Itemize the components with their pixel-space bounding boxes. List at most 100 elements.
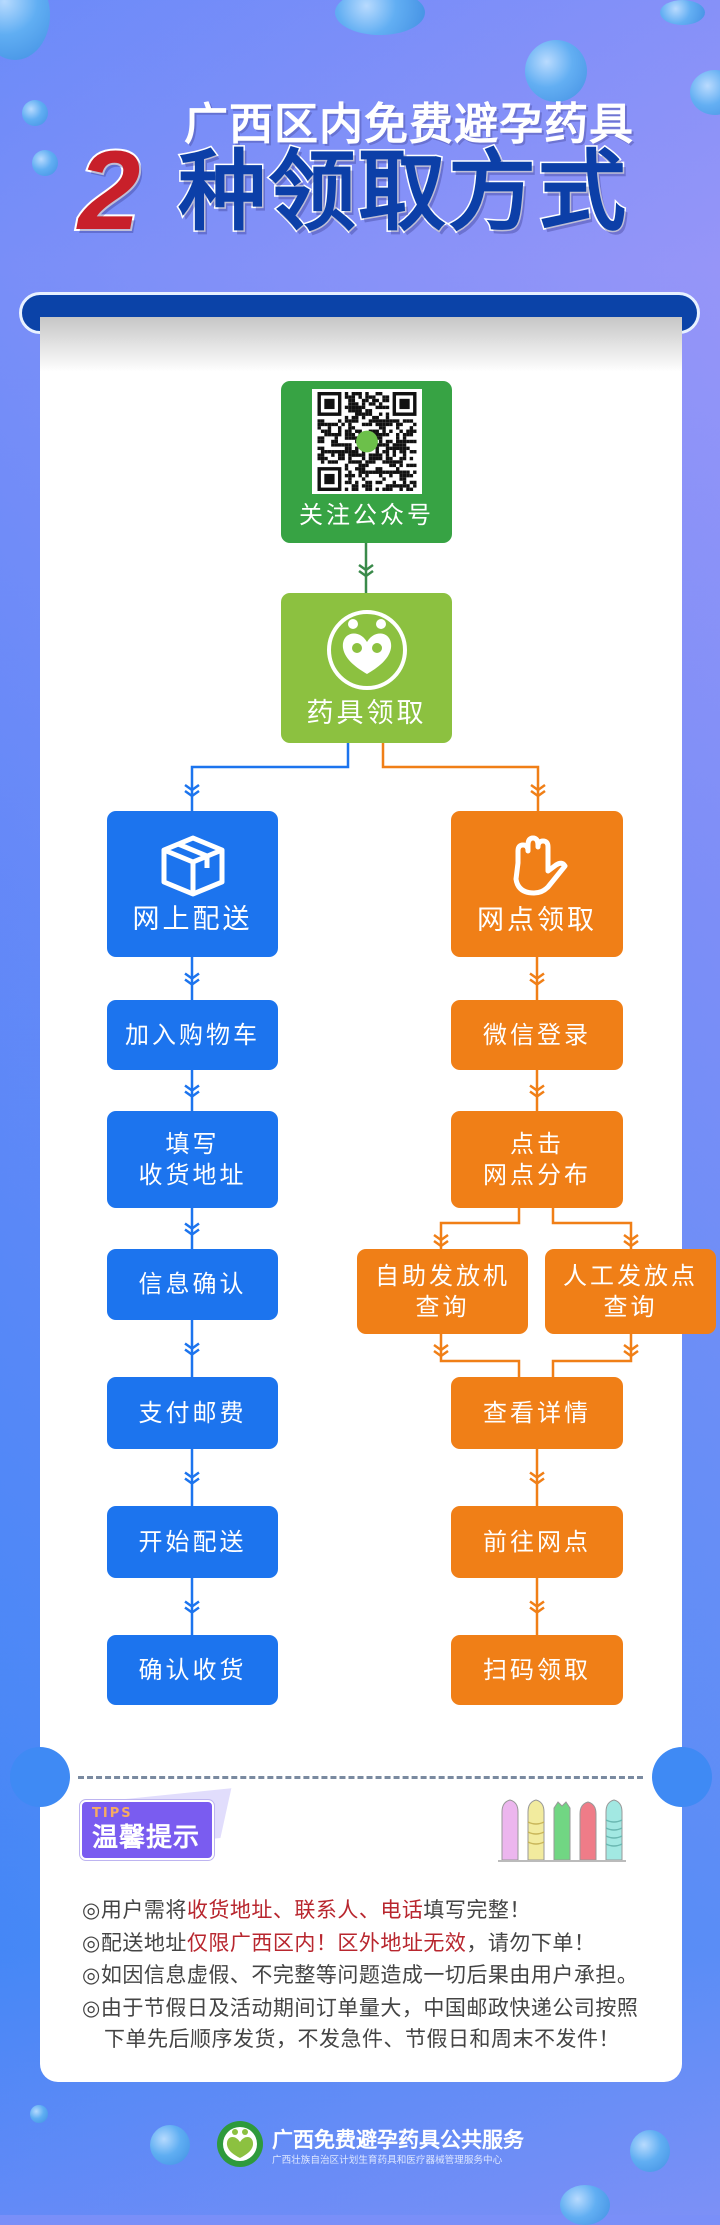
card-notch-right <box>652 1747 712 1807</box>
tip-text: ◎如因信息虚假、不完整等问题造成一切后果由用户承担。 <box>82 1963 639 1987</box>
connector-line <box>439 1208 521 1249</box>
online-step[interactable]: 开始配送 <box>107 1506 278 1578</box>
tip-text: 填写完整！ <box>423 1898 531 1922</box>
hand-icon <box>513 835 568 895</box>
outlet-step[interactable]: 查看详情 <box>451 1377 623 1449</box>
arrow-chevron-icon <box>529 1477 545 1486</box>
step-label: 查询 <box>415 1292 470 1321</box>
step-label: 网点分布 <box>483 1160 591 1189</box>
outlet-step[interactable]: 点击网点分布 <box>451 1111 623 1208</box>
outlet-pickup-box[interactable]: 网点领取 <box>451 811 623 957</box>
tip-item: ◎配送地址仅限广西区内！区外地址无效，请勿下单！ <box>82 1927 595 1957</box>
tip-highlight: 收货地址、联系人、电话 <box>186 1898 424 1922</box>
arrow-chevron-icon <box>529 1600 545 1609</box>
bubble-decoration <box>660 0 705 25</box>
arrow-chevron-icon <box>529 1090 545 1099</box>
footer-title: 广西免费避孕药具公共服务 <box>272 2128 524 2152</box>
arrow-chevron-icon <box>529 1084 545 1093</box>
arrow-chevron-icon <box>530 783 546 792</box>
arrow-chevron-icon <box>184 1090 200 1099</box>
arrow-chevron-icon <box>623 1349 639 1358</box>
bubble-decoration <box>630 2130 670 2172</box>
header-title: 种领取方式 <box>176 140 629 243</box>
qr-code-icon <box>311 389 422 494</box>
arrow-chevron-icon <box>184 789 200 798</box>
step-label: 确认收货 <box>138 1655 247 1684</box>
online-step[interactable]: 信息确认 <box>107 1249 278 1320</box>
arrow-chevron-icon <box>184 1342 200 1351</box>
step-label: 支付邮费 <box>138 1398 247 1427</box>
arrow-chevron-icon <box>184 1228 200 1237</box>
step-label: 扫码领取 <box>483 1655 591 1684</box>
step-label: 查看详情 <box>483 1398 591 1427</box>
outlet-step[interactable]: 扫码领取 <box>451 1635 623 1705</box>
online-step[interactable]: 确认收货 <box>107 1635 278 1705</box>
card-shadow <box>40 317 682 372</box>
dashed-divider <box>78 1776 643 1779</box>
connector-line <box>551 1334 633 1377</box>
bubble-decoration <box>335 0 425 35</box>
arrow-chevron-icon <box>184 1477 200 1486</box>
tip-item: ◎用户需将收货地址、联系人、电话填写完整！ <box>82 1894 531 1924</box>
connector-line <box>551 1208 633 1249</box>
outlet-step[interactable]: 前往网点 <box>451 1506 623 1578</box>
step-label: 填写 <box>165 1129 220 1158</box>
online-step[interactable]: 填写收货地址 <box>107 1111 278 1208</box>
connector-line <box>439 1334 521 1377</box>
arrow-chevron-icon <box>184 783 200 792</box>
tip-item-continued: 下单先后顺序发货，不发急件、节假日和周末不发件！ <box>104 2023 620 2053</box>
arrow-chevron-icon <box>184 1084 200 1093</box>
follow-account-box[interactable]: 关注公众号 <box>281 381 452 543</box>
tip-text: ◎配送地址 <box>82 1931 187 1955</box>
online-delivery-label: 网上配送 <box>132 903 253 935</box>
online-step[interactable]: 支付邮费 <box>107 1377 278 1449</box>
outlet-step[interactable]: 微信登录 <box>451 1000 623 1070</box>
bubble-decoration <box>525 40 587 102</box>
online-step[interactable]: 加入购物车 <box>107 1000 278 1070</box>
bubble-decoration <box>32 150 58 176</box>
arrow-chevron-icon <box>623 1239 639 1248</box>
box-icon <box>161 835 224 896</box>
card-notch-left <box>10 1747 70 1807</box>
bubble-decoration <box>22 100 48 126</box>
tip-text: 下单先后顺序发货，不发急件、节假日和周末不发件！ <box>104 2027 620 2051</box>
header-subtitle: 广西区内免费避孕药具 <box>184 99 634 150</box>
arrow-chevron-icon <box>529 1471 545 1480</box>
step-label: 加入购物车 <box>125 1020 260 1049</box>
outlet-pickup-label: 网点领取 <box>477 904 597 936</box>
outlet-branch[interactable]: 自助发放机查询 <box>357 1249 528 1334</box>
follow-label: 关注公众号 <box>299 501 434 529</box>
arrow-chevron-icon <box>184 1222 200 1231</box>
footer-subtitle: 广西壮族自治区计划生育药具和医疗器械管理服务中心 <box>272 2155 503 2166</box>
arrow-chevron-icon <box>184 1471 200 1480</box>
outlet-branch[interactable]: 人工发放点查询 <box>545 1249 716 1334</box>
step-label: 开始配送 <box>138 1527 247 1556</box>
step-label: 查询 <box>603 1292 658 1321</box>
collect-label: 药具领取 <box>306 697 427 729</box>
arrow-chevron-icon <box>530 789 546 798</box>
arrow-chevron-icon <box>529 972 545 981</box>
step-label: 自助发放机 <box>375 1261 510 1290</box>
arrow-chevron-icon <box>358 569 374 578</box>
arrow-chevron-icon <box>433 1233 449 1242</box>
arrow-chevron-icon <box>433 1349 449 1358</box>
tips-badge-cn: 温馨提示 <box>92 1823 201 1853</box>
arrow-chevron-icon <box>529 978 545 987</box>
online-delivery-box[interactable]: 网上配送 <box>107 811 278 957</box>
bubble-decoration <box>30 2105 48 2123</box>
arrow-chevron-icon <box>433 1343 449 1352</box>
tip-item: ◎由于节假日及活动期间订单量大，中国邮政快递公司按照 <box>82 1992 638 2022</box>
step-label: 收货地址 <box>138 1160 247 1189</box>
step-label: 点击 <box>510 1129 564 1158</box>
brand-heart-icon <box>326 609 407 690</box>
connector-line <box>381 743 540 811</box>
arrow-chevron-icon <box>184 1606 200 1615</box>
step-label: 前往网点 <box>483 1527 591 1556</box>
flow-connectors <box>184 543 639 1635</box>
collect-box[interactable]: 药具领取 <box>281 593 452 743</box>
tip-text: ◎用户需将 <box>82 1898 187 1922</box>
step-label: 信息确认 <box>138 1270 247 1298</box>
footer-logo-icon <box>217 2121 263 2167</box>
tip-highlight: 仅限广西区内！区外地址无效 <box>186 1931 467 1955</box>
tip-item: ◎如因信息虚假、不完整等问题造成一切后果由用户承担。 <box>82 1959 638 1989</box>
